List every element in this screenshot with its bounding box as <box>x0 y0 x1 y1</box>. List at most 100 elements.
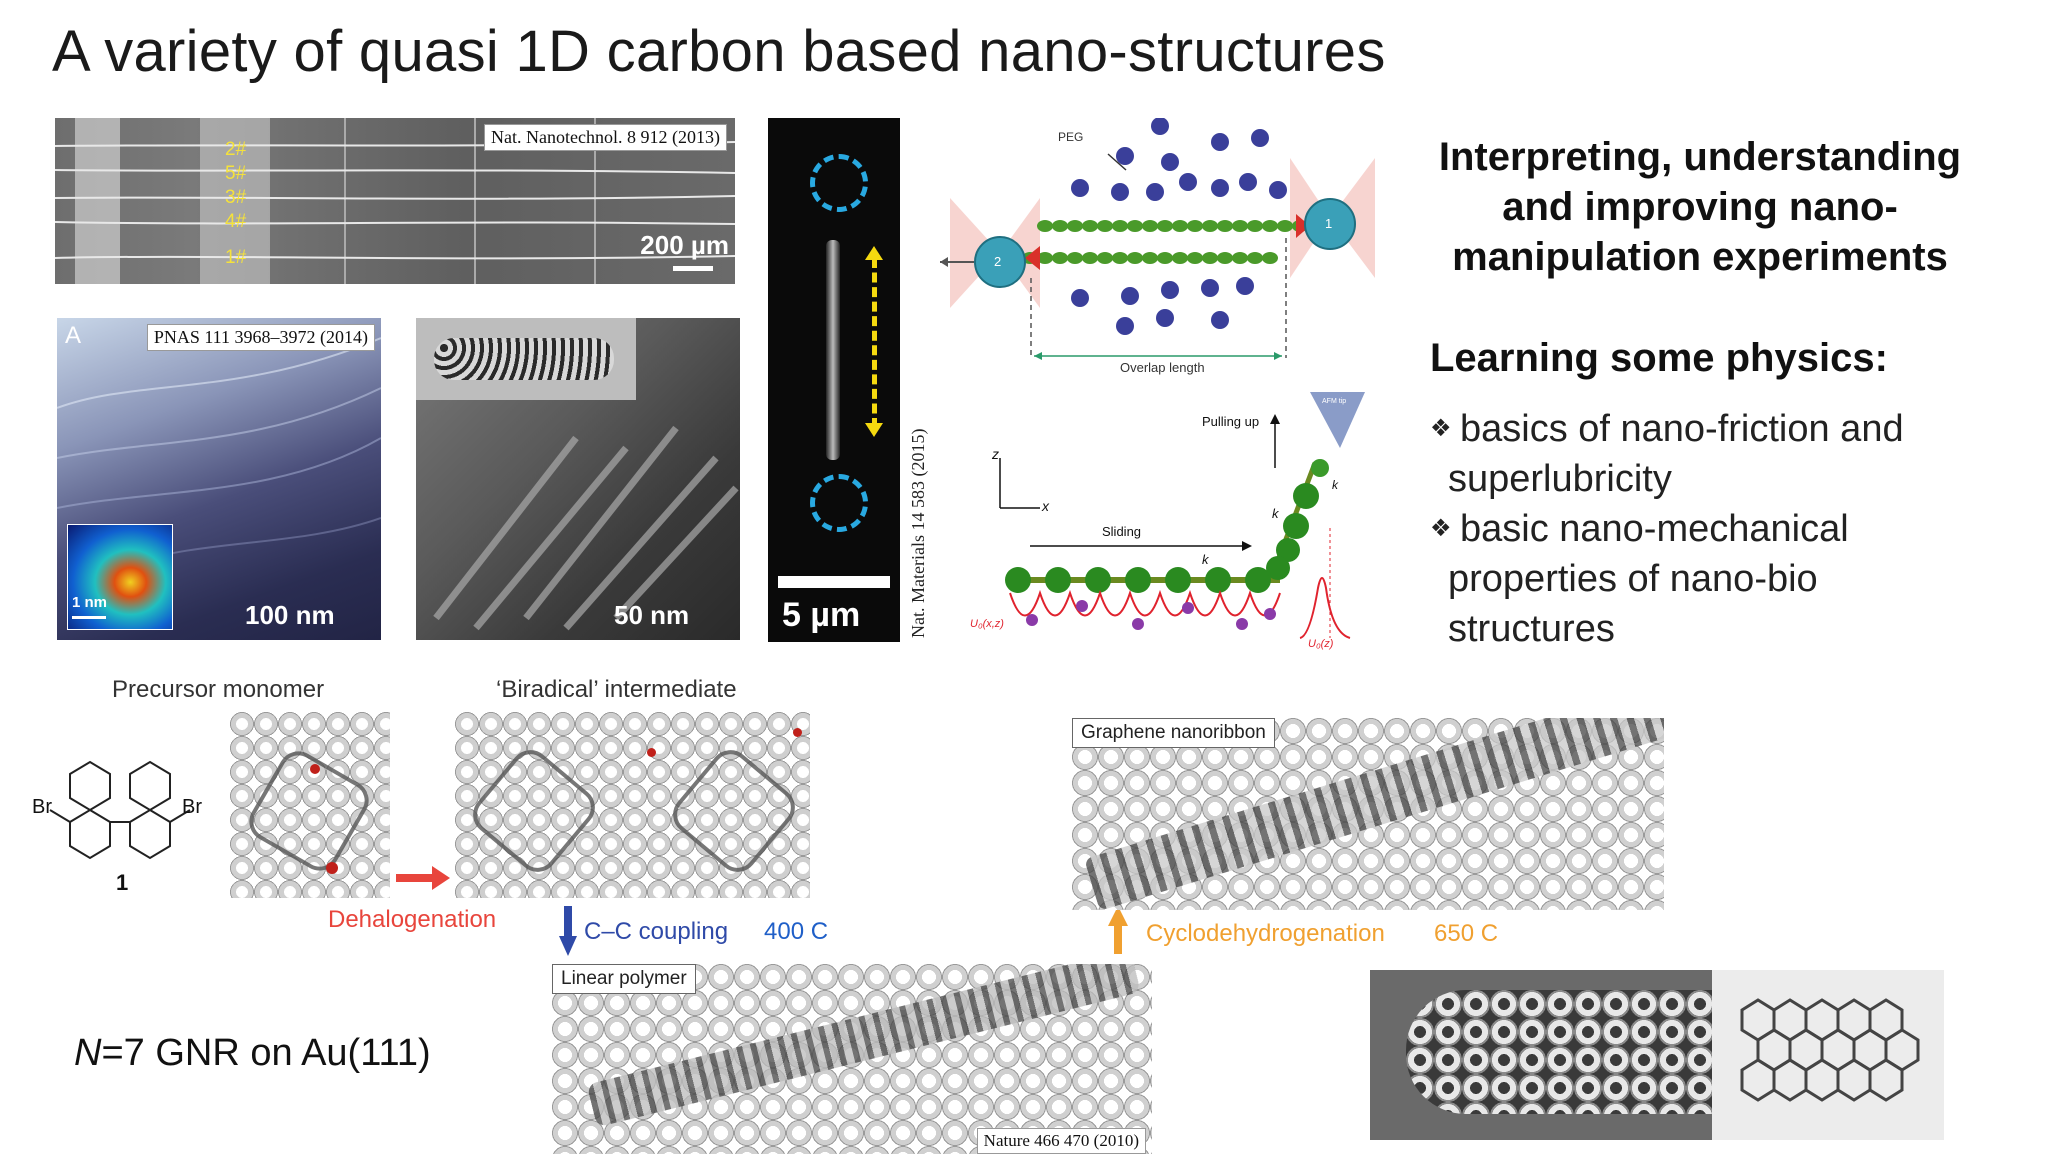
coupling-arrow-icon <box>559 906 577 956</box>
fluor-scale-label: 5 µm <box>782 596 861 634</box>
bullet-line: structures <box>1448 608 1615 650</box>
precursor-surface-image <box>230 712 390 898</box>
biradical-title: ‘Biradical’ intermediate <box>496 676 737 703</box>
spring-k-horizontal: k <box>1202 552 1209 567</box>
right-heading: Interpreting, understanding and improvin… <box>1410 132 1990 282</box>
tube-label: 2# <box>225 139 247 160</box>
stm-zoom-image: 50 nm <box>416 318 740 640</box>
molecule-on-surface <box>664 741 804 881</box>
stm-scale-label: 100 nm <box>245 600 335 630</box>
bullet-item: ❖ basics of nano-friction and superlubri… <box>1430 404 2020 504</box>
z-axis-label: z <box>992 446 999 462</box>
bromine-atom <box>647 748 656 757</box>
tweezer-schematic: PEG 2 1 Overlap length <box>930 118 1390 380</box>
stm-inset: 1 nm <box>67 524 173 630</box>
molecule-on-surface <box>464 741 604 881</box>
overlap-label: Overlap length <box>1120 360 1205 375</box>
bullet-line: basics of nano-friction and <box>1460 408 1904 450</box>
gnr-surface-image: Graphene nanoribbon <box>1072 718 1664 910</box>
bromine-atom <box>326 862 338 874</box>
stm-citation: PNAS 111 3968–3972 (2014) <box>146 324 375 351</box>
dehalogenation-arrow-icon <box>396 866 450 890</box>
afm-schematic: z x Pulling up AFM tip Sliding k k k U₀(… <box>970 388 1370 658</box>
gnr-caption-n: N <box>74 1032 102 1074</box>
bullet-mark-icon: ❖ <box>1430 515 1452 542</box>
precursor-title: Precursor monomer <box>112 676 325 703</box>
spring-k-vertical: k <box>1272 506 1279 521</box>
panel-letter: A <box>65 322 82 349</box>
slide-title: A variety of quasi 1D carbon based nano-… <box>52 19 1386 84</box>
fluor-citation: Nat. Materials 14 583 (2015) <box>908 428 928 638</box>
bullet-item: ❖ basic nano-mechanical properties of na… <box>1430 504 2020 654</box>
stm-zoom-inset <box>416 318 636 400</box>
gnr-afm-ribbon <box>1406 990 1712 1114</box>
tube-label: 5# <box>225 163 247 184</box>
fluorescence-image: 5 µm <box>768 118 900 642</box>
tweezer-drawing <box>940 118 1375 360</box>
arrow-head-up <box>865 246 883 260</box>
inset-ribbon <box>434 338 614 380</box>
sem-scale-bar <box>673 266 713 271</box>
linear-polymer-label: Linear polymer <box>552 964 696 994</box>
fluor-scale-bar <box>778 576 890 588</box>
gnr-model-image <box>1712 970 1944 1140</box>
bromine-atom <box>793 728 802 737</box>
cyclo-arrow-icon <box>1108 906 1128 954</box>
gnr-afm-image <box>1370 970 1712 1140</box>
spring-k-tip: k <box>1332 478 1338 492</box>
arrow-head-down <box>865 423 883 437</box>
dashed-circle-top <box>810 154 868 212</box>
molecule-on-surface <box>242 744 376 878</box>
coupling-temp: 400 C <box>764 918 829 945</box>
dashed-circle-bottom <box>810 474 868 532</box>
tube-labels: 2# 5# 3# 4# 1# <box>225 138 246 270</box>
gnr-label: Graphene nanoribbon <box>1072 718 1275 748</box>
bullet-line: superlubricity <box>1448 458 1672 500</box>
sem-image: 2# 5# 3# 4# 1# Nat. Nanotechnol. 8 912 (… <box>55 118 735 284</box>
heading-line: Interpreting, understanding <box>1438 135 1962 179</box>
coupling-label: C–C coupling <box>584 918 729 945</box>
inset-scale-bar <box>72 616 106 619</box>
tube-label: 1# <box>225 247 247 268</box>
bullet-line: basic nano-mechanical <box>1460 508 1849 550</box>
br-right-label: Br <box>182 796 202 818</box>
bead-1-label: 1 <box>1325 216 1333 231</box>
sliding-label: Sliding <box>1102 524 1142 539</box>
gnr-model-drawing <box>1740 998 1920 1102</box>
x-axis-label: x <box>1042 498 1049 514</box>
potential-z-label: U₀(z) <box>1308 638 1334 650</box>
precursor-molecule <box>49 760 191 860</box>
dehalogenation-label: Dehalogenation <box>328 906 497 933</box>
sem-citation: Nat. Nanotechnol. 8 912 (2013) <box>484 124 727 151</box>
potential-x-label: U₀(x,z) <box>970 618 1004 630</box>
heading-line: manipulation experiments <box>1452 235 1948 279</box>
biradical-surface-image <box>455 712 810 898</box>
bullet-mark-icon: ❖ <box>1430 415 1452 442</box>
bromine-atom <box>310 764 320 774</box>
stm-large-image: A PNAS 111 3968–3972 (2014) 1 nm 100 nm <box>57 318 381 640</box>
cyclo-temp: 650 C <box>1434 920 1499 947</box>
stm-terraces <box>57 337 381 569</box>
br-left-label: Br <box>32 796 52 818</box>
learning-subheading: Learning some physics: <box>1430 336 1888 380</box>
inset-scale-label: 1 nm <box>72 594 108 611</box>
tube-label: 3# <box>225 187 247 208</box>
nature-citation: Nature 466 470 (2010) <box>976 1128 1146 1154</box>
sem-scale-label: 200 µm <box>640 230 729 260</box>
stm-ribbons <box>433 425 739 631</box>
afm-drawing <box>999 392 1365 639</box>
dashed-arrow <box>872 258 877 428</box>
pulling-label: Pulling up <box>1202 414 1260 429</box>
peg-label: PEG <box>1058 130 1084 144</box>
bead-2-label: 2 <box>994 254 1002 269</box>
afm-label: AFM tip <box>1322 398 1347 405</box>
gnr-caption: N=7 GNR on Au(111) <box>74 1032 431 1075</box>
filament <box>826 240 840 460</box>
heading-line: and improving nano- <box>1502 185 1898 229</box>
molecule-number: 1 <box>116 870 129 895</box>
sem-nanotubes <box>55 118 735 284</box>
stm-zoom-scale-label: 50 nm <box>614 600 690 630</box>
bullet-line: properties of nano-bio <box>1448 558 1818 600</box>
linear-polymer-image: Linear polymer Nature 466 470 (2010) <box>552 964 1152 1154</box>
cyclo-label: Cyclodehydrogenation <box>1146 920 1385 947</box>
